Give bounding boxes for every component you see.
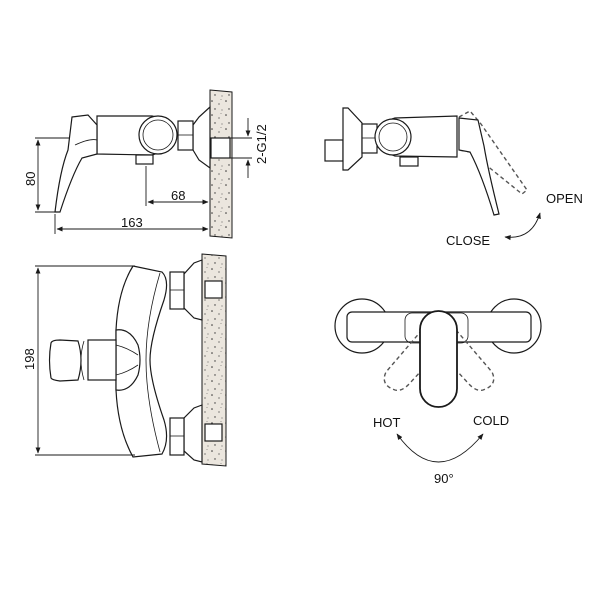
rotation-arc xyxy=(396,433,484,463)
cold-label: COLD xyxy=(473,413,510,428)
wall-socket xyxy=(210,137,231,159)
wall-section xyxy=(201,253,227,467)
close-label: CLOSE xyxy=(446,233,491,248)
handle-collar xyxy=(87,339,117,381)
hot-label: HOT xyxy=(373,415,401,430)
shower-outlet xyxy=(399,156,419,167)
escutcheon-flange xyxy=(192,105,211,170)
lever-hot-position xyxy=(383,329,447,392)
handle-knob xyxy=(48,339,82,382)
rotation-arrow xyxy=(504,212,541,241)
escutcheon-flange xyxy=(342,107,363,171)
temperature-view xyxy=(334,298,542,463)
dimension-68-label: 68 xyxy=(171,188,186,203)
dimension-198-label: 198 xyxy=(22,348,37,370)
open-label: OPEN xyxy=(546,191,583,206)
wall-socket-top xyxy=(204,280,223,299)
body-disc xyxy=(374,118,412,156)
angle-90-label: 90° xyxy=(434,471,454,486)
side-view xyxy=(35,89,252,239)
wall-socket-bottom xyxy=(204,423,223,442)
dimension-163-label: 163 xyxy=(121,215,143,230)
inlet-stub xyxy=(324,139,344,162)
lever-handle xyxy=(54,114,98,213)
dimension-80-label: 80 xyxy=(23,171,38,186)
operation-view xyxy=(324,107,541,241)
connection-thread-label: 2-G1/2 xyxy=(254,124,269,164)
body-disc xyxy=(138,115,178,155)
hex-nut xyxy=(177,120,194,151)
lever-closed-position xyxy=(458,117,500,216)
lever-center-position xyxy=(419,310,458,408)
lever-cold-position xyxy=(431,329,495,392)
center-boss xyxy=(115,329,141,391)
front-view xyxy=(35,253,227,467)
wall-section xyxy=(209,89,233,239)
shower-outlet xyxy=(135,154,154,165)
